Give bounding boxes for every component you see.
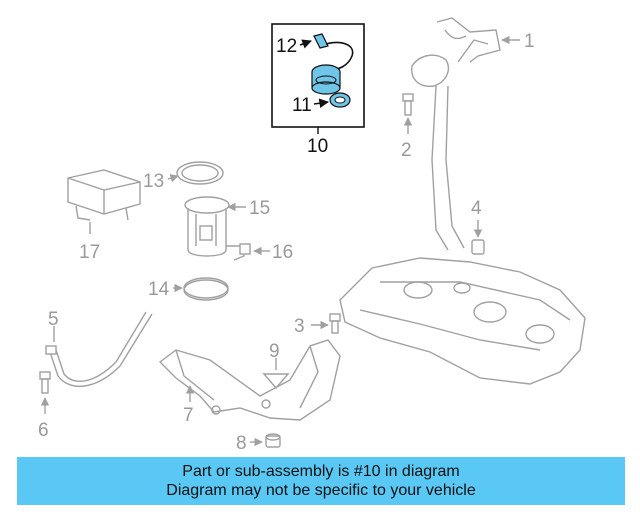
info-banner: Part or sub-assembly is #10 in diagram D…	[17, 457, 625, 505]
callout-9[interactable]: 9	[269, 341, 280, 362]
callout-15[interactable]: 15	[249, 198, 270, 219]
callout-6[interactable]: 6	[38, 420, 49, 441]
callout-1[interactable]: 1	[524, 31, 535, 52]
bolt-part-3[interactable]	[329, 313, 341, 334]
callout-2[interactable]: 2	[401, 140, 412, 161]
callout-3[interactable]: 3	[294, 316, 305, 337]
callout-12[interactable]: 12	[276, 36, 297, 57]
callout-16[interactable]: 16	[272, 242, 293, 263]
tank-strap-part[interactable]	[45, 311, 153, 388]
callout-17[interactable]: 17	[79, 242, 100, 263]
callout-13[interactable]: 13	[143, 171, 164, 192]
fuel-tank-part[interactable]	[339, 257, 586, 385]
callout-11[interactable]: 11	[292, 95, 312, 116]
lock-ring-part[interactable]	[176, 161, 224, 185]
fuel-pump-part[interactable]	[184, 196, 230, 257]
grommet-part-8[interactable]	[265, 433, 281, 448]
banner-line-1: Part or sub-assembly is #10 in diagram	[182, 463, 460, 480]
banner-line-2: Diagram may not be specific to your vehi…	[166, 482, 476, 499]
seal-ring-part-11[interactable]	[329, 92, 351, 108]
nut-part-9[interactable]	[262, 373, 290, 390]
vent-valve-part[interactable]	[471, 239, 485, 255]
callout-10[interactable]: 10	[307, 136, 328, 157]
fitting-part-12[interactable]	[313, 33, 329, 49]
tank-seal-part[interactable]	[183, 277, 229, 301]
filler-cap-part[interactable]	[311, 64, 341, 95]
level-sender-part[interactable]	[226, 243, 251, 261]
callout-14[interactable]: 14	[148, 279, 170, 300]
callout-7[interactable]: 7	[183, 405, 194, 426]
heat-shield-part[interactable]	[158, 339, 341, 421]
bolt-part-6[interactable]	[39, 371, 51, 394]
callout-8[interactable]: 8	[236, 433, 247, 454]
filler-neck-part[interactable]	[411, 17, 501, 251]
callout-4[interactable]: 4	[471, 198, 482, 219]
control-module-part[interactable]	[67, 169, 141, 221]
part-10-box[interactable]	[271, 23, 365, 128]
callout-5[interactable]: 5	[48, 309, 59, 330]
bolt-part-2[interactable]	[402, 93, 414, 116]
